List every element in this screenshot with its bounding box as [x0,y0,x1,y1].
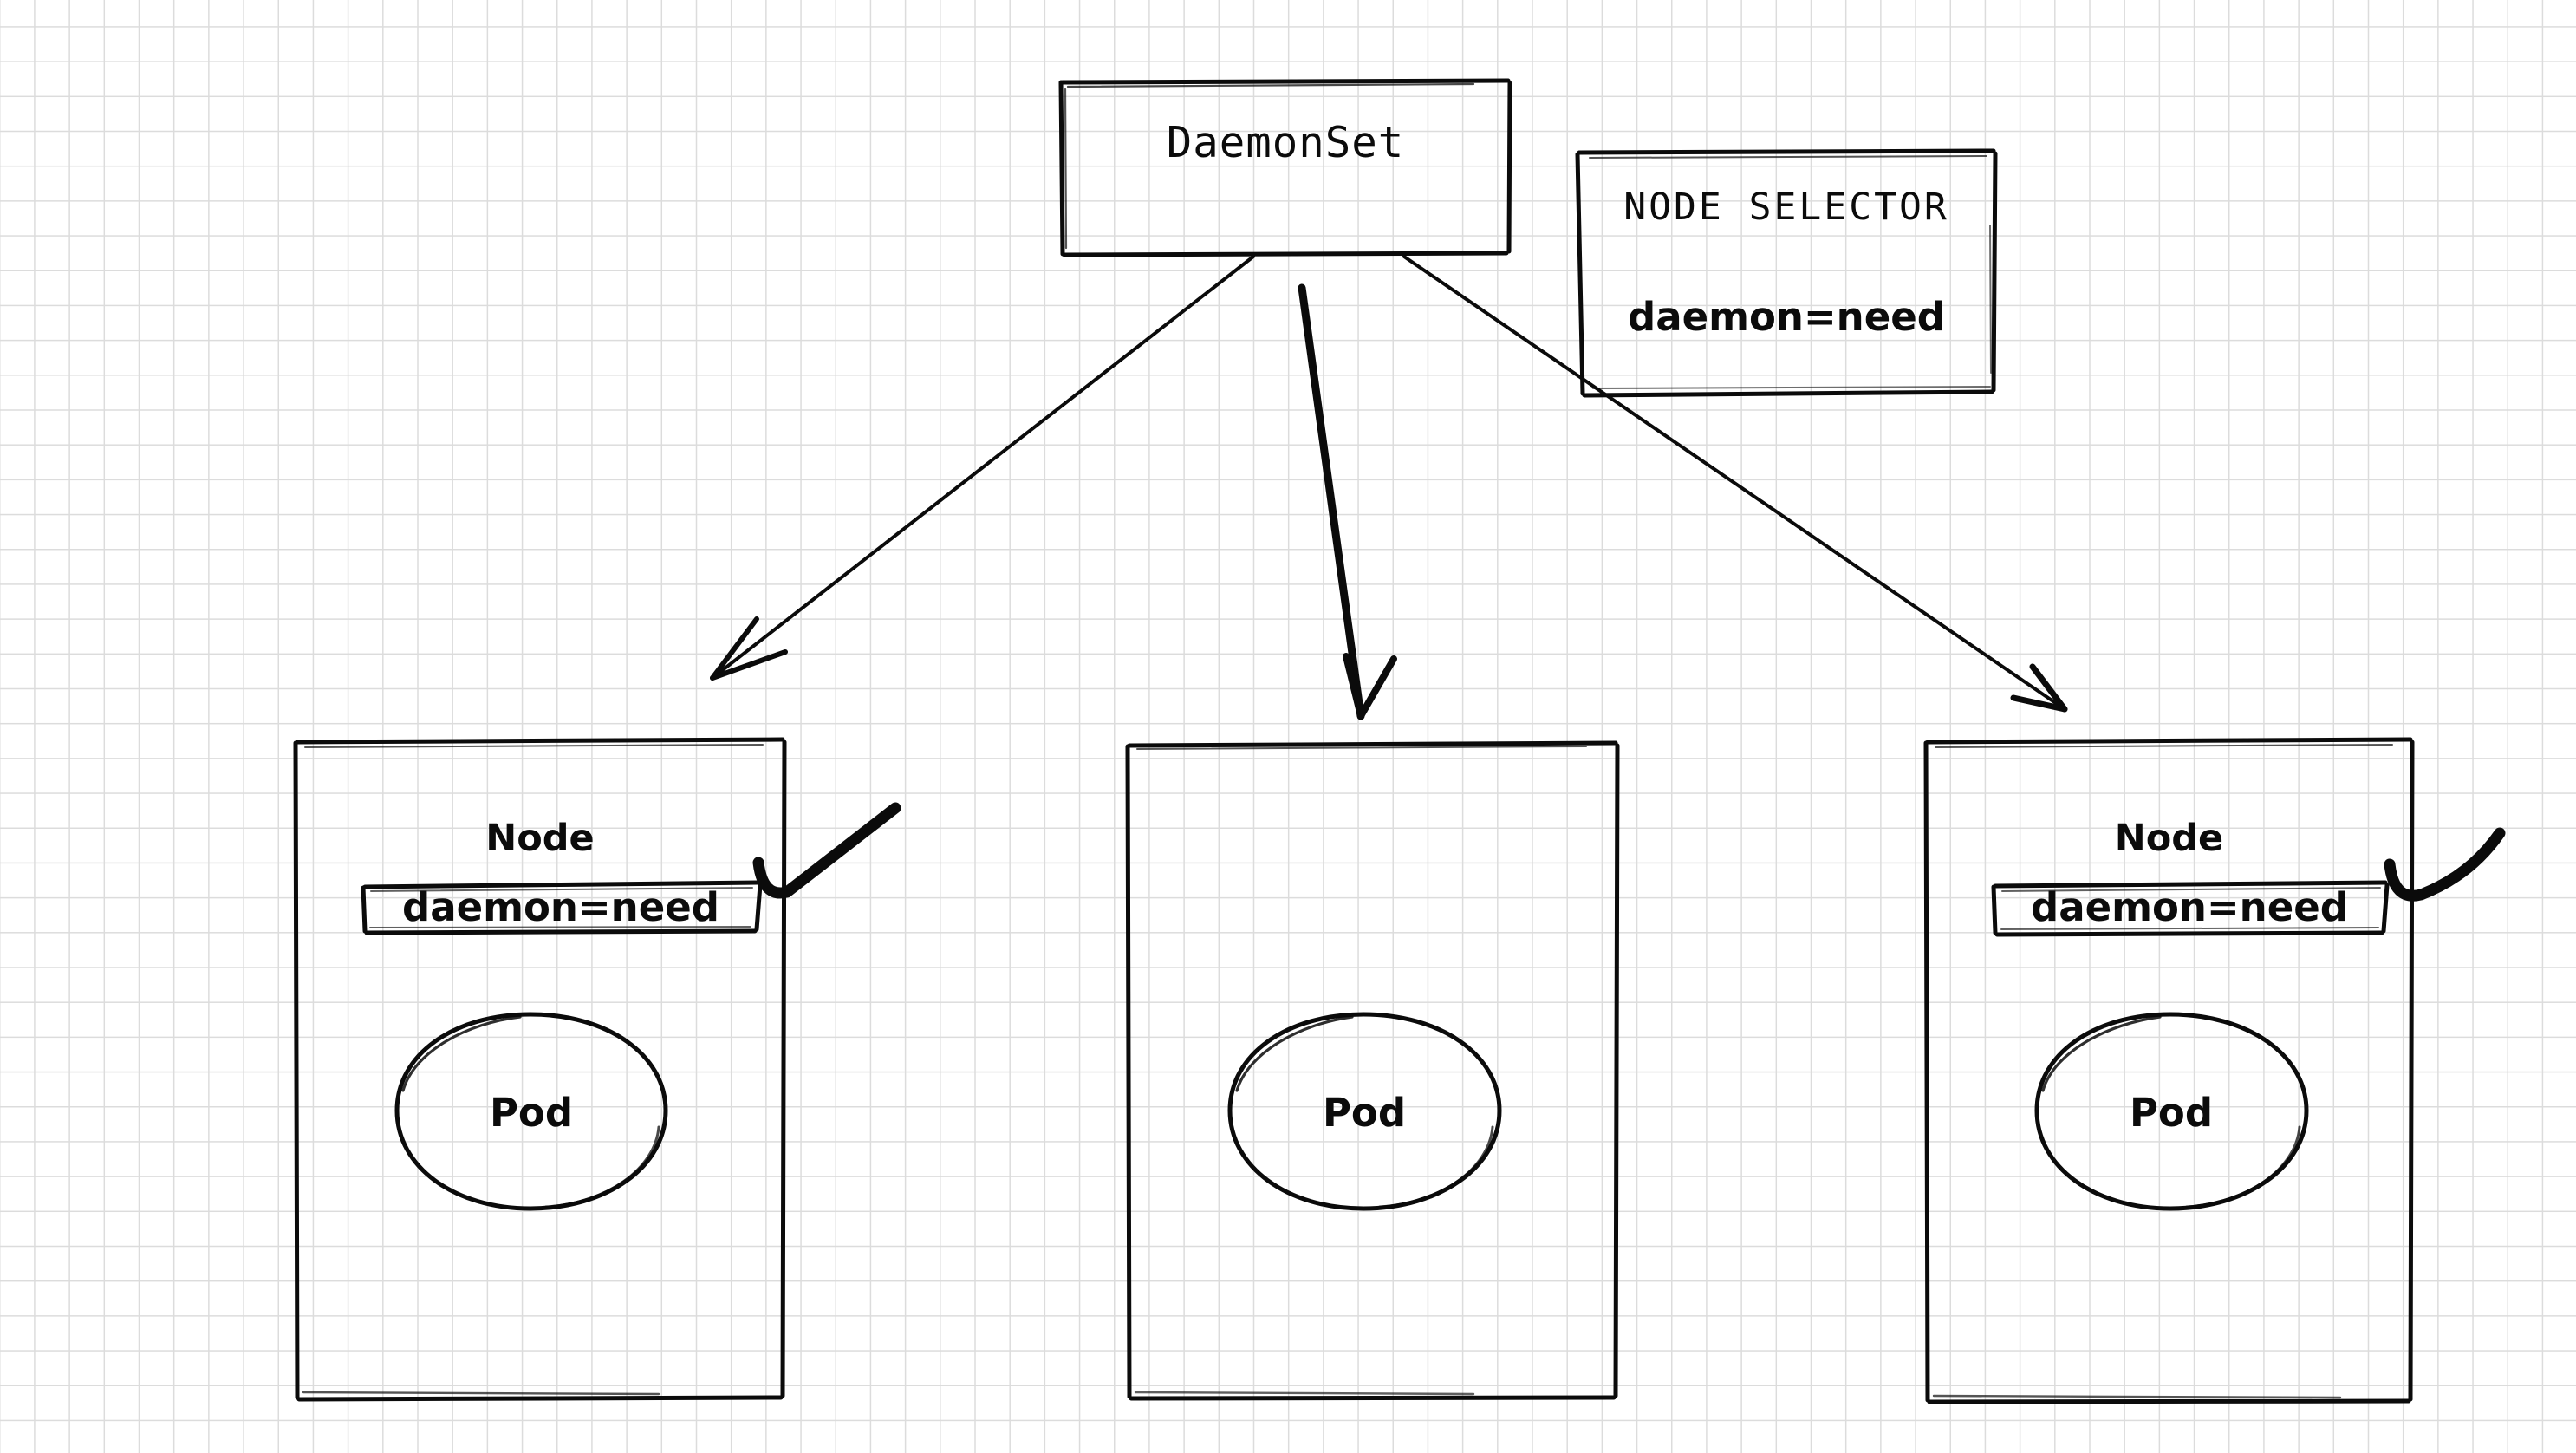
node-1-label-chip-box[interactable] [361,880,763,935]
node-3-pod-circle[interactable] [2034,1012,2309,1211]
node-selector-box[interactable] [1575,148,1998,398]
node-3-box[interactable] [1923,737,2415,1404]
daemonset-box[interactable] [1058,78,1512,257]
node-1-chip-label: daemon=need [402,884,719,930]
node-selector-value: daemon=need [1628,294,1945,340]
node-1-label: Node [485,817,595,860]
node-1-box[interactable] [293,737,787,1402]
node-selector-title: NODE SELECTOR [1623,186,1949,229]
node-1-pod-circle[interactable] [394,1012,668,1211]
node-3-label-chip-box[interactable] [1991,880,2390,937]
node-3-pod-label: Pod [2129,1090,2214,1136]
daemonset-label: DaemonSet [1166,118,1405,167]
arrow-to-node-2 [1298,283,1397,720]
node-2-pod-circle[interactable] [1227,1012,1502,1211]
node-3-label: Node [2114,817,2224,860]
arrow-to-node-1 [710,255,1255,681]
node-2-pod-label: Pod [1322,1090,1407,1136]
arrow-to-node-3 [1402,255,2068,713]
node-3-chip-label: daemon=need [2031,884,2348,930]
node-1-pod-label: Pod [489,1090,574,1136]
node-1-checkmark-icon [752,802,901,899]
node-2-box[interactable] [1125,740,1620,1401]
node-3-checkmark-icon [2384,827,2506,902]
